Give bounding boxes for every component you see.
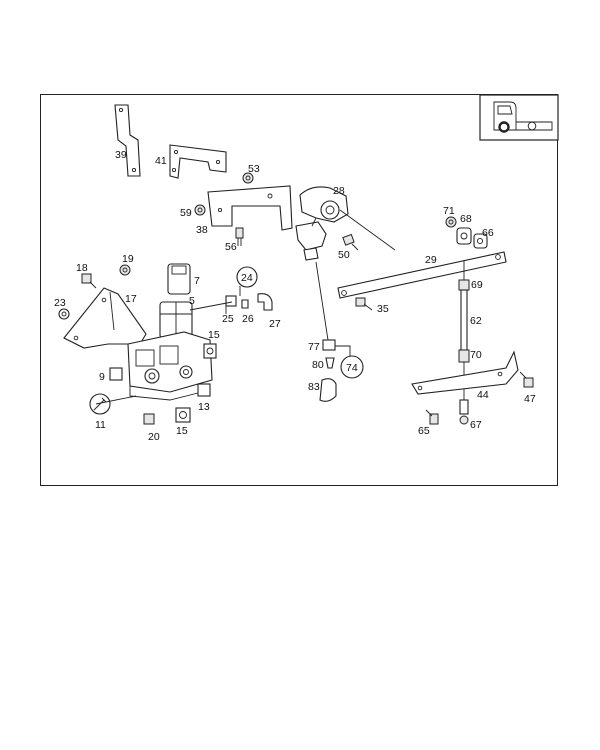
- label-47: 47: [524, 393, 536, 405]
- part-35-bolt: [355, 297, 373, 311]
- part-59-nut: [194, 204, 206, 216]
- part-25-fitting: [225, 295, 237, 307]
- label-65: 65: [418, 425, 430, 437]
- part-38-bracket: [207, 185, 293, 231]
- label-77: 77: [308, 341, 320, 353]
- part-5-valve-block: [159, 301, 193, 339]
- label-83: 83: [308, 381, 320, 393]
- part-39-bracket: [114, 104, 141, 177]
- label-26: 26: [242, 313, 254, 325]
- label-39: 39: [115, 149, 127, 161]
- label-53: 53: [248, 163, 260, 175]
- truck-side-view-icon: [493, 101, 553, 133]
- part-68-bushing: [456, 227, 472, 245]
- diagram-frame: [40, 94, 558, 486]
- part-29-lever-arm: [337, 251, 507, 299]
- part-69-joint: [458, 279, 470, 291]
- part-67-ball-joint: [459, 399, 469, 425]
- label-24: 24: [241, 272, 253, 284]
- callout-circle-24: [236, 266, 258, 288]
- leader-28-29: [339, 209, 396, 251]
- label-13: 13: [198, 401, 210, 413]
- label-41: 41: [155, 155, 167, 167]
- label-56: 56: [225, 241, 237, 253]
- label-17: 17: [125, 293, 137, 305]
- label-59: 59: [180, 207, 192, 219]
- label-50: 50: [338, 249, 350, 261]
- label-44: 44: [477, 389, 489, 401]
- label-28: 28: [333, 185, 345, 197]
- vehicle-locator-inset: [479, 94, 559, 141]
- part-7-solenoid: [167, 263, 191, 295]
- label-15-bottom: 15: [176, 425, 188, 437]
- part-41-bracket: [169, 144, 227, 179]
- part-27-elbow: [257, 293, 273, 311]
- label-35: 35: [377, 303, 389, 315]
- label-38: 38: [196, 224, 208, 236]
- leader-lines: [95, 300, 227, 405]
- label-67: 67: [470, 419, 482, 431]
- part-19-nut: [119, 264, 131, 276]
- wrench-icon: [89, 393, 111, 415]
- label-29: 29: [425, 254, 437, 266]
- part-26-fitting: [241, 299, 249, 309]
- part-71-nut: [445, 216, 457, 228]
- part-44-bracket: [411, 350, 519, 395]
- part-20-bolt: [143, 413, 155, 425]
- part-53-nut: [242, 172, 254, 184]
- callout-circle-74: [340, 355, 364, 379]
- part-23-washer: [58, 308, 70, 320]
- part-17-plate: [63, 287, 147, 349]
- label-5: 5: [189, 295, 195, 307]
- part-15-fitting: [203, 343, 217, 359]
- label-66: 66: [482, 227, 494, 239]
- label-25: 25: [222, 313, 234, 325]
- label-68: 68: [460, 213, 472, 225]
- label-15-top: 15: [208, 329, 220, 341]
- label-7: 7: [194, 275, 200, 287]
- part-56-bolt: [235, 227, 244, 246]
- label-80: 80: [312, 359, 324, 371]
- label-11: 11: [95, 419, 106, 431]
- part-50-bolt: [342, 233, 359, 251]
- label-9: 9: [99, 371, 105, 383]
- label-62: 62: [470, 315, 482, 327]
- part-13-plug: [197, 383, 211, 397]
- part-62-rod: [460, 260, 468, 351]
- leader-74: [335, 345, 351, 356]
- label-20: 20: [148, 431, 160, 443]
- label-27: 27: [269, 318, 281, 330]
- label-19: 19: [122, 253, 134, 265]
- part-47-bolt: [519, 371, 534, 388]
- part-15-bottom-fitting: [175, 407, 191, 423]
- part-18-bolt: [81, 273, 97, 289]
- part-77-fitting: [315, 261, 336, 351]
- label-18: 18: [76, 262, 88, 274]
- label-71: 71: [443, 205, 455, 217]
- part-83-hose-fitting: [319, 378, 337, 402]
- part-66-bushing: [473, 233, 488, 249]
- part-28-level-valve: [295, 186, 349, 261]
- part-65-bolt: [425, 409, 439, 425]
- label-23: 23: [54, 297, 66, 309]
- part-9-fitting: [109, 367, 123, 381]
- part-80-fitting: [325, 357, 335, 369]
- label-69: 69: [471, 279, 483, 291]
- leader-24: [189, 286, 241, 311]
- label-74: 74: [346, 362, 358, 374]
- main-valve-assembly: [127, 331, 213, 401]
- part-labels: 39 41 53 28 59 38 56 50 71 68 66 29 19 1…: [54, 149, 536, 443]
- label-70: 70: [470, 349, 482, 361]
